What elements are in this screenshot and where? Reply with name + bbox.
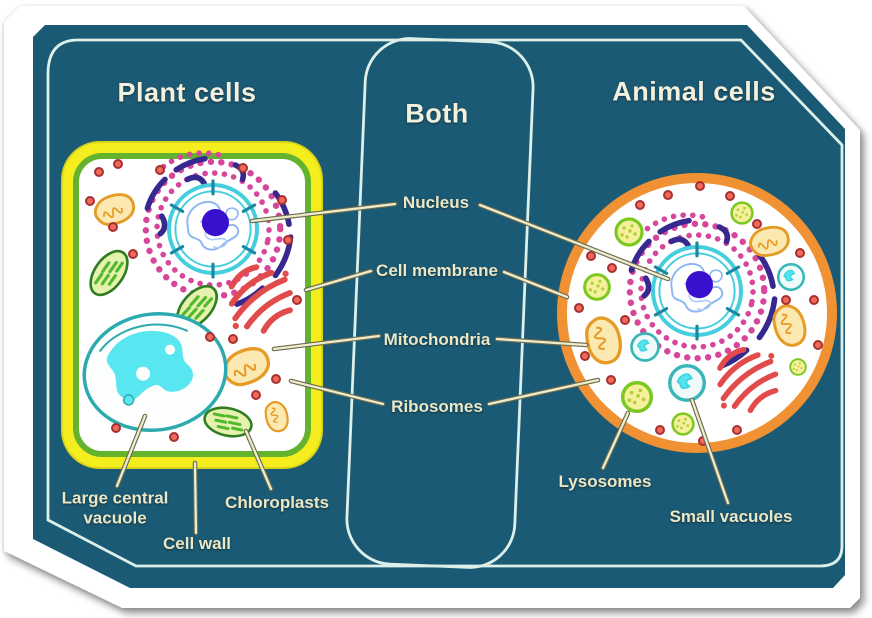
label-chloroplasts: Chloroplasts [225, 493, 329, 513]
plant-cells-title: Plant cells [117, 77, 257, 108]
both-title: Both [405, 98, 469, 129]
label-cell-wall: Cell wall [162, 534, 232, 554]
label-nucleus: Nucleus [402, 193, 470, 213]
animal-cells-title: Animal cells [612, 76, 776, 107]
label-large-central-vacuole: Large central vacuole [61, 488, 169, 527]
label-cell-membrane: Cell membrane [376, 261, 498, 281]
label-lysosomes: Lysosomes [558, 472, 652, 492]
label-ribosomes: Ribosomes [391, 397, 483, 417]
label-mitochondria: Mitochondria [383, 330, 491, 350]
label-small-vacuoles: Small vacuoles [669, 507, 793, 527]
